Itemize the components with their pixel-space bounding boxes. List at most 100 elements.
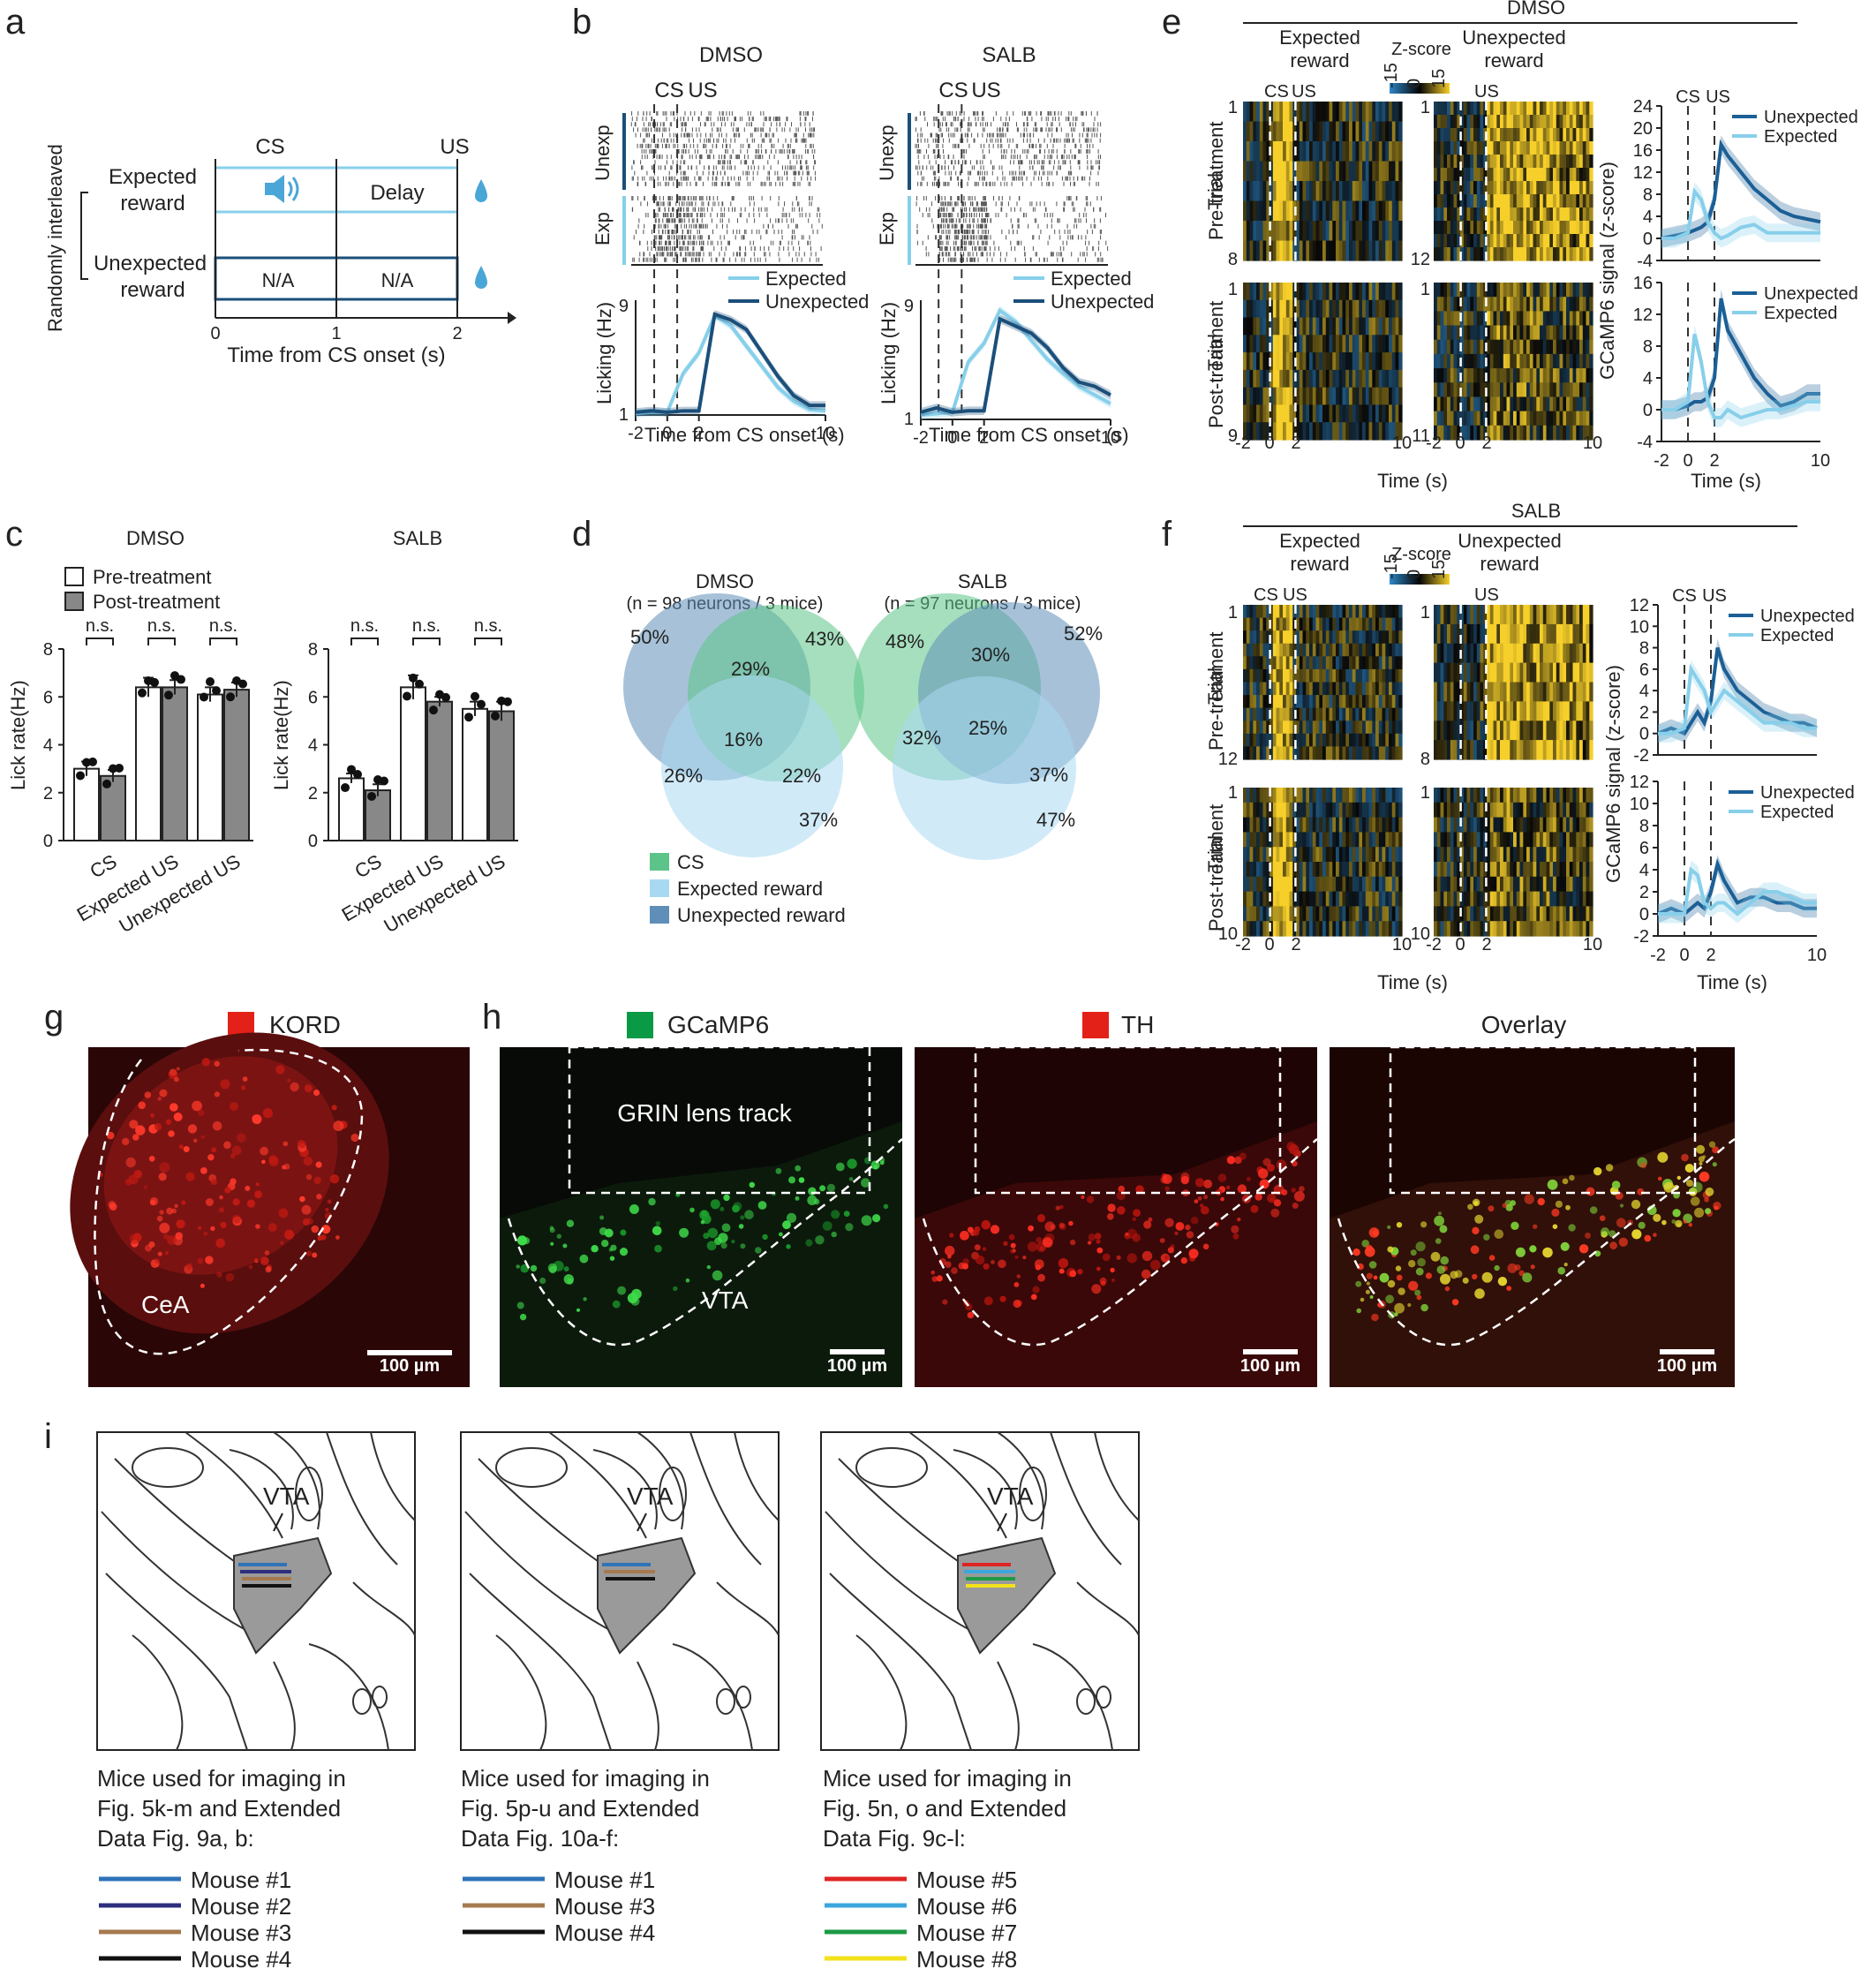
heatmap-cell [1476,283,1481,298]
heatmap-cell [1292,404,1297,423]
heatmap-cell [1319,352,1323,371]
heatmap-cell [1542,168,1548,182]
heatmap-cell [1342,200,1346,222]
heatmap-cell [1513,325,1518,341]
heatmap-cell [1270,369,1274,389]
heatmap-cell [1312,121,1317,142]
heatmap-cell [1519,339,1524,355]
c-datapoint [347,765,356,774]
heatmap-cell [1582,207,1587,222]
heatmap-cell [1336,240,1340,261]
heatmap-cell [1279,617,1284,631]
heatmap-cell [1489,221,1495,235]
heatmap-cell [1496,141,1501,155]
heatmap-cell [1338,200,1344,222]
heatmap-cell [1572,128,1577,142]
heatmap-cell [1262,181,1267,202]
heatmap-cell [1378,181,1383,202]
heatmap-cell [1285,335,1291,353]
heatmap-cell [1283,617,1287,631]
c-bar [400,686,426,842]
heatmap-cell [1270,161,1274,182]
heatmap-cell [1246,161,1251,182]
heatmap-cell [1589,311,1593,327]
heatmap-cell [1473,194,1478,208]
heatmap-cell [1395,161,1399,182]
heatmap-cell [1285,240,1291,261]
heatmap-cell [1283,240,1287,261]
heatmap-cell [1463,311,1468,327]
heatmap-cell [1302,102,1307,123]
heatmap-cell [1582,353,1587,369]
heatmap-cell [1395,387,1399,406]
heatmap-cell [1345,121,1350,142]
heatmap-cell [1453,194,1458,208]
heatmap-cell [1359,369,1363,389]
heatmap-cell [1336,102,1340,123]
heatmap-cell [1500,297,1504,312]
heatmap-cell [1243,317,1247,336]
heatmap-cell [1572,141,1577,155]
heatmap-cell [1553,128,1557,142]
heatmap-xtick: -2 [1426,434,1442,453]
heatmap-cell [1440,115,1444,129]
heatmap-cell [1372,404,1376,423]
heatmap-cell [1372,352,1376,371]
heatmap-cell [1436,128,1442,142]
heatmap-cell [1375,200,1380,222]
heatmap-cell [1523,297,1527,312]
heatmap-cell [1576,297,1580,312]
heatmap-cell [1289,121,1293,142]
heatmap-cell [1375,240,1380,261]
c-ytick: 8 [43,640,53,660]
venn-dmso-cs: 43% [805,628,844,650]
heatmap-cell [1489,247,1495,261]
heatmap-cell [1296,221,1300,242]
heatmap-cell [1553,425,1557,441]
heatmap-cell [1457,247,1461,261]
trace-series-line [1661,187,1820,241]
heatmap-cell [1319,605,1323,619]
heatmap-cell [1382,283,1386,301]
heatmap-cell [1256,161,1261,182]
heatmap-cell [1246,200,1251,222]
heatmap-cell [1487,102,1491,116]
heatmap-cell [1476,234,1481,248]
heatmap-cell [1500,339,1504,355]
heatmap-cell [1540,353,1544,369]
trace-ytick: 0 [1643,401,1653,420]
heatmap-cell [1276,404,1280,423]
heatmap-cell [1566,234,1571,248]
heatmap-cell [1489,102,1495,116]
heatmap-cell [1262,299,1267,319]
heatmap-cell [1398,240,1403,261]
heatmap-cell [1529,382,1534,398]
heatmap-cell [1319,141,1323,162]
heatmap-cell [1355,240,1360,261]
heatmap-cell [1315,299,1320,319]
b-sem-band [636,310,825,417]
heatmap-cell [1582,194,1587,208]
heatmap-cell [1270,352,1274,371]
heatmap-cell [1453,283,1458,298]
heatmap-cell [1460,115,1465,129]
heatmap-cell [1349,369,1353,389]
heatmap-cell [1546,207,1550,222]
heatmap-cell [1285,141,1291,162]
heatmap-cell [1536,396,1541,412]
panel-d: DMSO (n = 98 neurons / 3 mice) SALB (n =… [623,570,1103,926]
heatmap-cell [1319,283,1323,301]
heatmap-cell [1460,368,1465,383]
heatmap-cell [1276,335,1280,353]
heatmap-cell [1249,161,1254,182]
heatmap-cell [1523,382,1527,398]
heatmap-cell [1489,325,1495,341]
heatmap-cell [1533,411,1537,426]
heatmap-cell [1395,181,1399,202]
heatmap-cell [1510,353,1514,369]
heatmap-xtick: -2 [1235,434,1251,453]
heatmap-cell [1345,141,1350,162]
heatmap-cell [1349,352,1353,371]
heatmap-cell [1589,115,1593,129]
e-trace-ylabel: GCaMP6 signal (z-score) [1596,162,1618,380]
